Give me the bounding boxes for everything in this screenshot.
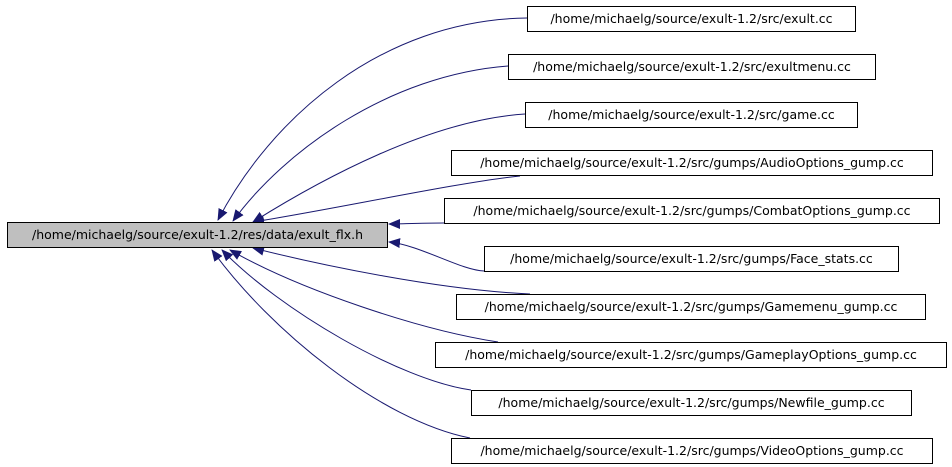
includer-node[interactable]: /home/michaelg/source/exult-1.2/src/game… <box>525 102 858 128</box>
includer-node[interactable]: /home/michaelg/source/exult-1.2/src/exul… <box>508 54 876 80</box>
includer-label: /home/michaelg/source/exult-1.2/src/gump… <box>510 251 873 266</box>
includer-label: /home/michaelg/source/exult-1.2/src/gump… <box>480 155 904 170</box>
include-edge <box>388 218 445 229</box>
includer-node[interactable]: /home/michaelg/source/exult-1.2/src/gump… <box>435 342 947 368</box>
includer-label: /home/michaelg/source/exult-1.2/src/exul… <box>533 59 851 74</box>
includer-node[interactable]: /home/michaelg/source/exult-1.2/src/gump… <box>451 150 933 176</box>
includer-node[interactable]: /home/michaelg/source/exult-1.2/src/gump… <box>451 438 933 464</box>
include-edge <box>252 245 531 295</box>
includer-label: /home/michaelg/source/exult-1.2/src/gump… <box>498 395 885 410</box>
include-edge <box>252 175 521 226</box>
include-edge <box>252 113 526 223</box>
main-node-label: /home/michaelg/source/exult-1.2/res/data… <box>32 227 363 242</box>
include-edge <box>232 65 509 222</box>
includer-label: /home/michaelg/source/exult-1.2/src/gump… <box>484 299 898 314</box>
includer-label: /home/michaelg/source/exult-1.2/src/gump… <box>465 347 917 362</box>
includer-node[interactable]: /home/michaelg/source/exult-1.2/src/gump… <box>444 198 940 224</box>
includer-node[interactable]: /home/michaelg/source/exult-1.2/src/gump… <box>471 390 912 416</box>
include-edge <box>221 249 472 391</box>
includer-label: /home/michaelg/source/exult-1.2/src/gump… <box>480 443 904 458</box>
main-node[interactable]: /home/michaelg/source/exult-1.2/res/data… <box>7 222 388 248</box>
includer-label: /home/michaelg/source/exult-1.2/src/exul… <box>550 11 833 26</box>
include-edge <box>217 17 528 221</box>
include-edge <box>388 238 485 272</box>
includer-node[interactable]: /home/michaelg/source/exult-1.2/src/gump… <box>456 294 926 320</box>
include-edge <box>229 249 499 343</box>
includer-label: /home/michaelg/source/exult-1.2/src/gump… <box>473 203 911 218</box>
includer-label: /home/michaelg/source/exult-1.2/src/game… <box>548 107 835 122</box>
includer-node[interactable]: /home/michaelg/source/exult-1.2/src/gump… <box>484 246 899 272</box>
include-edge <box>211 249 471 439</box>
includer-node[interactable]: /home/michaelg/source/exult-1.2/src/exul… <box>527 6 856 32</box>
